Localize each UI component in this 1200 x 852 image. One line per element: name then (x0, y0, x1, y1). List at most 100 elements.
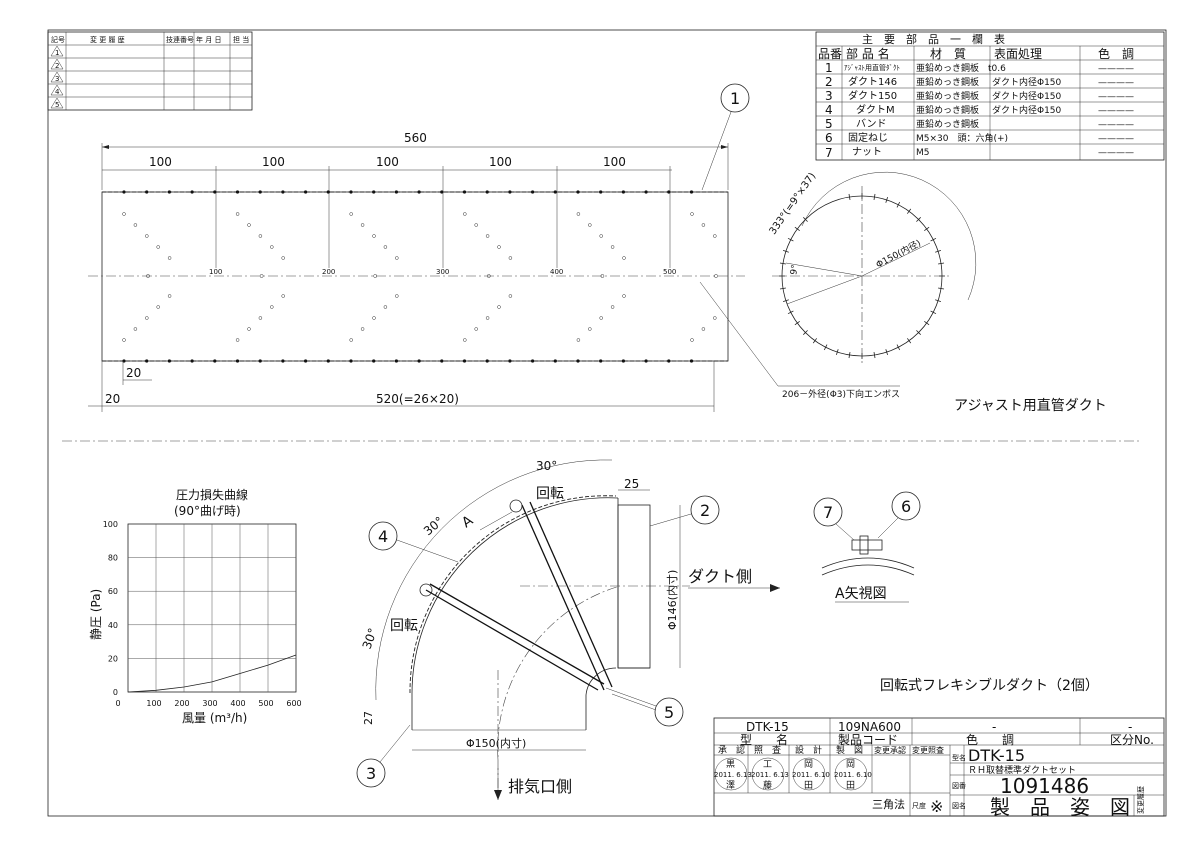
emboss-dot (474, 327, 478, 331)
y-tick-label: 60 (108, 587, 118, 596)
tb-scale-label: 尺度 (912, 801, 926, 810)
approval-stamps: 黒 工 岡 岡 2011. 6.13 2011. 6.13 2011. 6.10… (714, 757, 872, 791)
tb-color-top: - (992, 720, 996, 734)
emboss-dot (133, 223, 138, 227)
emboss-note: 206－外径(Φ3)下向エンボス (782, 388, 900, 400)
circle-emboss-ticks (779, 193, 945, 359)
circle-tick (803, 330, 808, 335)
circle-diameter: Φ150(内径) (874, 237, 923, 271)
x-tick-label: 100 (146, 699, 161, 708)
emboss-dot (713, 234, 717, 238)
circle-tick (930, 237, 937, 242)
balloon-5 (654, 697, 684, 727)
rev-header-mark: 記号 (51, 35, 65, 44)
triangle-icon (50, 71, 64, 83)
stamp-date: 2011. 6.13 (714, 771, 752, 779)
tb-h-div: 区分No. (1110, 733, 1154, 747)
part-material: M5 (916, 148, 930, 158)
emboss-dot (349, 190, 353, 194)
stamp-top: 岡 (804, 759, 813, 770)
stamp (714, 757, 748, 791)
part-material: 亜鉛めっき鋼板 (916, 118, 979, 130)
emboss-dot (599, 190, 603, 194)
emboss-dot (599, 234, 603, 238)
emboss-dot (599, 359, 603, 363)
duct-side-label: ダクト側 (688, 567, 752, 586)
emboss-dot (622, 294, 626, 298)
rev-row-number: 4 (55, 88, 60, 96)
stamp-name: 田 (846, 780, 855, 791)
angle-arc (801, 171, 977, 301)
circle-tick (938, 287, 945, 290)
emboss-dot (145, 234, 149, 238)
emboss-dot (247, 327, 251, 331)
angle-note: 333°(=9°×37) (768, 171, 819, 237)
angle-small: 9° (789, 264, 801, 276)
dim-pitch: 100 (376, 155, 399, 169)
emboss-dot (156, 305, 160, 309)
parts-row: 1 ｱｼﾞｬｽﾄ用直管ﾀﾞｸﾄ 亜鉛めっき鋼板 t0.6 ———— (825, 61, 1134, 75)
emboss-dot (531, 190, 535, 194)
emboss-dot (213, 359, 217, 363)
triangle-icon (50, 97, 64, 109)
tb-change-h: 変更照査 (912, 745, 944, 755)
emboss-dot (383, 305, 388, 309)
parts-row: 6 固定ねじ M5×30 頭：六角(+) ———— (825, 131, 1134, 145)
emboss-dot (588, 327, 592, 331)
emboss-dot (133, 327, 138, 331)
rev-row-number: 3 (55, 75, 59, 83)
part-no: 6 (825, 131, 833, 145)
circle-tick (885, 349, 888, 356)
emboss-dot (259, 274, 264, 278)
parts-header-color: 色 調 (1098, 47, 1134, 61)
x-tick-label: 300 (202, 699, 217, 708)
y-tick-label: 40 (108, 621, 118, 630)
emboss-dot (258, 316, 263, 320)
emboss-dot (258, 359, 262, 363)
balloon-3-label: 3 (366, 764, 376, 783)
y-tick-label: 0 (113, 688, 118, 697)
parts-row: 2 ダクト146 亜鉛めっき鋼板 ダクト内径Φ150 ———— (825, 75, 1134, 89)
stamp-name: 田 (804, 780, 813, 791)
emboss-dot (622, 256, 626, 260)
emboss-dot (600, 274, 605, 278)
part-color: ———— (1098, 64, 1134, 74)
emboss-dot (167, 294, 172, 298)
part-color: ———— (1098, 134, 1134, 144)
part-material: 亜鉛めっき鋼板 (916, 90, 979, 102)
part-no: 5 (825, 117, 833, 131)
emboss-dot (349, 359, 353, 363)
stamp-name: 澤 (726, 780, 735, 791)
circle-tick (812, 338, 818, 344)
emboss-dot (190, 190, 194, 194)
bolt-body (851, 539, 883, 551)
dim-20-a: 20 (126, 366, 141, 380)
part-no: 4 (825, 103, 833, 117)
tb-div-top: - (1128, 720, 1132, 734)
parts-table-title: 主 要 部 品 一 欄 表 (862, 32, 1005, 46)
tb-change-label: 変更履歴 (1136, 786, 1145, 814)
rev-row-number: 5 (55, 101, 59, 109)
stamp-top: 工 (763, 760, 772, 770)
circle-tick (935, 299, 942, 302)
emboss-dot (156, 245, 160, 249)
balloon-6-label: 6 (901, 497, 911, 516)
emboss-dot (349, 338, 353, 342)
circle-tick (930, 310, 937, 315)
emboss-dot (599, 316, 603, 320)
part-material: 亜鉛めっき鋼板 (916, 104, 979, 116)
mark-label: 500 (663, 268, 676, 276)
tb-drawing-no: 1091486 (1000, 774, 1089, 798)
part-color: ———— (1098, 106, 1134, 116)
circle-section-view: 333°(=9°×37) 9° Φ150(内径) (768, 171, 977, 366)
a-view-title: A矢視図 (835, 586, 887, 602)
emboss-dot (485, 316, 490, 320)
emboss-dot (372, 190, 376, 194)
mark-label: 100 (209, 268, 222, 276)
emboss-dot (235, 338, 240, 342)
part-name: 固定ねじ (848, 131, 888, 144)
circle-tick (782, 299, 789, 302)
